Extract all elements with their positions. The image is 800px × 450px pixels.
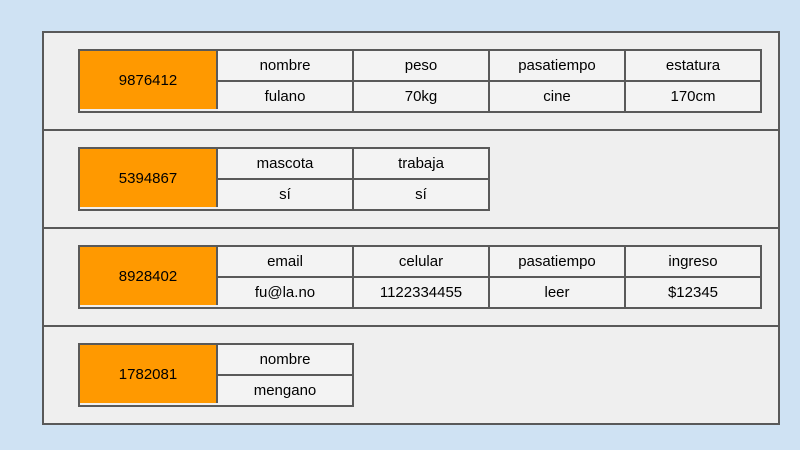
field-name: pasatiempo	[490, 51, 624, 82]
record-fields: mascota sí trabaja sí	[218, 149, 488, 209]
field-name: peso	[354, 51, 488, 82]
field-value: 170cm	[626, 82, 760, 111]
record-section-3: 8928402 email fu@la.no celular 112233445…	[44, 229, 778, 327]
field-name: ingreso	[626, 247, 760, 278]
record-2: 5394867 mascota sí trabaja sí	[78, 147, 490, 211]
field-column: nombre fulano	[218, 51, 352, 111]
field-column: pasatiempo cine	[488, 51, 624, 111]
field-column: estatura 170cm	[624, 51, 760, 111]
field-value: mengano	[218, 376, 352, 405]
field-column: trabaja sí	[352, 149, 488, 209]
records-panel: 9876412 nombre fulano peso 70kg pasatiem…	[42, 31, 780, 425]
field-value: leer	[490, 278, 624, 307]
field-value: $12345	[626, 278, 760, 307]
record-key: 9876412	[80, 51, 218, 109]
field-name: pasatiempo	[490, 247, 624, 278]
record-key: 1782081	[80, 345, 218, 403]
field-column: email fu@la.no	[218, 247, 352, 307]
record-1: 9876412 nombre fulano peso 70kg pasatiem…	[78, 49, 762, 113]
field-column: ingreso $12345	[624, 247, 760, 307]
field-name: nombre	[218, 345, 352, 376]
field-column: celular 1122334455	[352, 247, 488, 307]
record-4: 1782081 nombre mengano	[78, 343, 354, 407]
record-section-2: 5394867 mascota sí trabaja sí	[44, 131, 778, 229]
field-name: estatura	[626, 51, 760, 82]
field-value: fu@la.no	[218, 278, 352, 307]
record-fields: email fu@la.no celular 1122334455 pasati…	[218, 247, 760, 307]
record-key: 5394867	[80, 149, 218, 207]
field-name: mascota	[218, 149, 352, 180]
record-fields: nombre fulano peso 70kg pasatiempo cine …	[218, 51, 760, 111]
record-fields: nombre mengano	[218, 345, 352, 405]
field-value: fulano	[218, 82, 352, 111]
field-value: sí	[218, 180, 352, 209]
field-value: sí	[354, 180, 488, 209]
record-3: 8928402 email fu@la.no celular 112233445…	[78, 245, 762, 309]
field-column: nombre mengano	[218, 345, 352, 405]
field-name: email	[218, 247, 352, 278]
record-section-4: 1782081 nombre mengano	[44, 327, 778, 423]
field-column: pasatiempo leer	[488, 247, 624, 307]
field-name: celular	[354, 247, 488, 278]
record-section-1: 9876412 nombre fulano peso 70kg pasatiem…	[44, 33, 778, 131]
field-value: 1122334455	[354, 278, 488, 307]
field-value: cine	[490, 82, 624, 111]
field-value: 70kg	[354, 82, 488, 111]
field-column: peso 70kg	[352, 51, 488, 111]
field-name: trabaja	[354, 149, 488, 180]
record-key: 8928402	[80, 247, 218, 305]
field-name: nombre	[218, 51, 352, 82]
field-column: mascota sí	[218, 149, 352, 209]
